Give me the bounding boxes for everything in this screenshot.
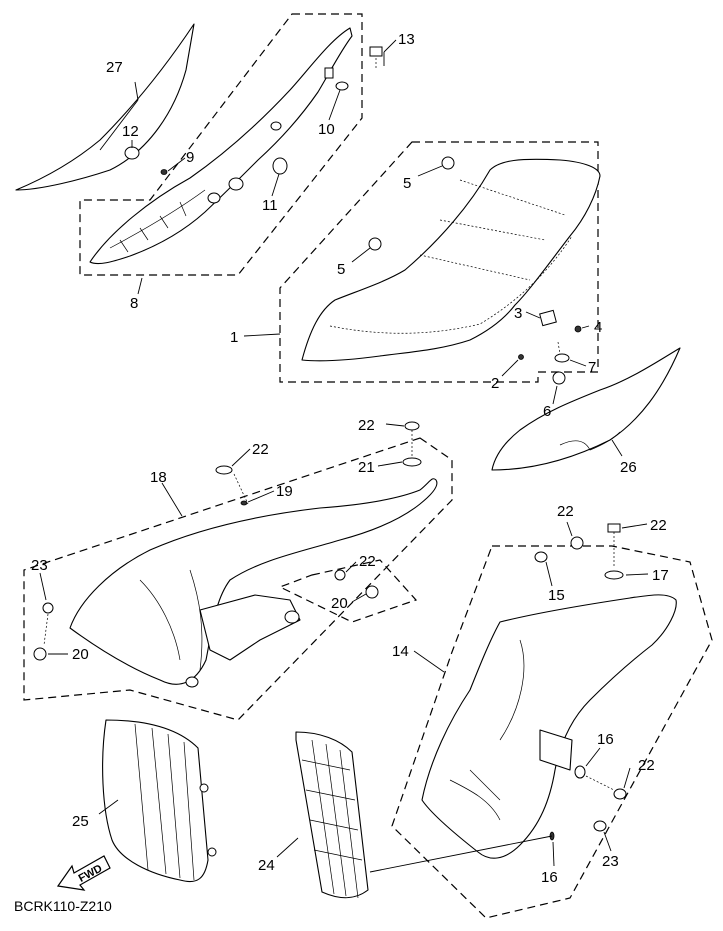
fwd-arrow-icon: FWD xyxy=(56,855,111,891)
callout-27: 27 xyxy=(106,59,123,76)
callout-10: 10 xyxy=(318,121,335,138)
part-23-bolt xyxy=(593,820,607,832)
part-5-grommet xyxy=(368,237,382,251)
part-22-bolt xyxy=(404,421,420,431)
callout-6: 6 xyxy=(543,403,551,420)
part-22-bolt xyxy=(215,465,233,475)
grommet-icon xyxy=(228,177,244,191)
callout-24: 24 xyxy=(258,857,275,874)
part-5-grommet xyxy=(441,156,455,170)
callout-9: 9 xyxy=(186,149,194,166)
part-18-side-cover xyxy=(69,478,438,685)
callout-23-left: 23 xyxy=(31,557,48,574)
part-24-radiator-grille xyxy=(295,731,369,899)
air-duct-bracket xyxy=(199,594,301,661)
clip-icon xyxy=(199,783,209,793)
part-27-decal xyxy=(15,23,195,191)
part-6-bolt xyxy=(552,371,566,385)
part-20-grommet xyxy=(33,647,47,661)
callout-22-right-b: 22 xyxy=(650,517,667,534)
part-25-radiator-louver xyxy=(102,719,209,883)
callout-20-left: 20 xyxy=(72,646,89,663)
part-23-bolt xyxy=(42,602,54,614)
callout-22-mid: 22 xyxy=(359,553,376,570)
part-9-collar xyxy=(160,169,168,175)
grommet-icon xyxy=(207,192,221,204)
callout-13: 13 xyxy=(398,31,415,48)
part-22-bolt xyxy=(607,523,621,533)
callout-14: 14 xyxy=(392,643,409,660)
part-17-rubber xyxy=(604,570,624,580)
callout-22-top: 22 xyxy=(358,417,375,434)
bracket-icon xyxy=(324,67,334,79)
grommet-icon xyxy=(270,121,282,131)
callout-17: 17 xyxy=(652,567,669,584)
callout-22-right-a: 22 xyxy=(557,503,574,520)
part-26-decal xyxy=(491,347,681,471)
part-2-collar xyxy=(518,354,524,360)
callout-12: 12 xyxy=(122,123,139,140)
part-14-shroud xyxy=(421,594,677,859)
callout-8: 8 xyxy=(130,295,138,312)
part-10-washer xyxy=(335,81,349,91)
part-20-grommet xyxy=(365,585,379,599)
part-22-bolt xyxy=(570,536,584,550)
part-22-bolt xyxy=(334,569,346,581)
group-18-outline xyxy=(23,437,453,721)
group-20-outline xyxy=(278,559,418,623)
part-19-collar xyxy=(240,500,248,506)
callout-19: 19 xyxy=(276,483,293,500)
part-12-grommet xyxy=(124,146,140,160)
part-15-grommet xyxy=(534,551,548,563)
callout-25: 25 xyxy=(72,813,89,830)
part-7-bolt xyxy=(554,353,570,363)
callout-22-lower-right: 22 xyxy=(638,757,655,774)
callout-3: 3 xyxy=(514,305,522,322)
group-14-outline xyxy=(391,545,713,919)
callout-18: 18 xyxy=(150,469,167,486)
part-22-bolt xyxy=(613,788,627,800)
part-21-rubber xyxy=(402,457,422,467)
callout-15: 15 xyxy=(548,587,565,604)
fwd-label: FWD xyxy=(77,863,105,885)
callout-2: 2 xyxy=(491,375,499,392)
group-8-outline xyxy=(79,13,363,276)
callout-23-right: 23 xyxy=(602,853,619,870)
callout-11: 11 xyxy=(262,197,278,214)
callout-22-left: 22 xyxy=(252,441,269,458)
part-4-nut xyxy=(574,325,582,333)
part-1-side-cover xyxy=(301,158,601,362)
callout-20-mid: 20 xyxy=(331,595,348,612)
part-3-clip xyxy=(539,309,557,327)
callout-21: 21 xyxy=(358,459,375,476)
diagram-code: BCRK110-Z210 xyxy=(14,898,112,914)
clip-icon xyxy=(207,847,217,857)
part-13-bolt xyxy=(369,46,383,57)
grommet-icon xyxy=(185,676,199,688)
callout-4: 4 xyxy=(594,319,602,336)
callout-16-lower: 16 xyxy=(541,869,558,886)
grommet-icon xyxy=(284,610,300,624)
part-16-collar xyxy=(574,765,586,779)
callout-7: 7 xyxy=(588,359,596,376)
callout-16-upper: 16 xyxy=(597,731,614,748)
mount-boss xyxy=(539,729,573,771)
callout-1: 1 xyxy=(230,329,238,346)
callout-26: 26 xyxy=(620,459,637,476)
callout-5-lower: 5 xyxy=(337,261,345,278)
part-11-damper xyxy=(272,157,288,175)
callout-5-upper: 5 xyxy=(403,175,411,192)
